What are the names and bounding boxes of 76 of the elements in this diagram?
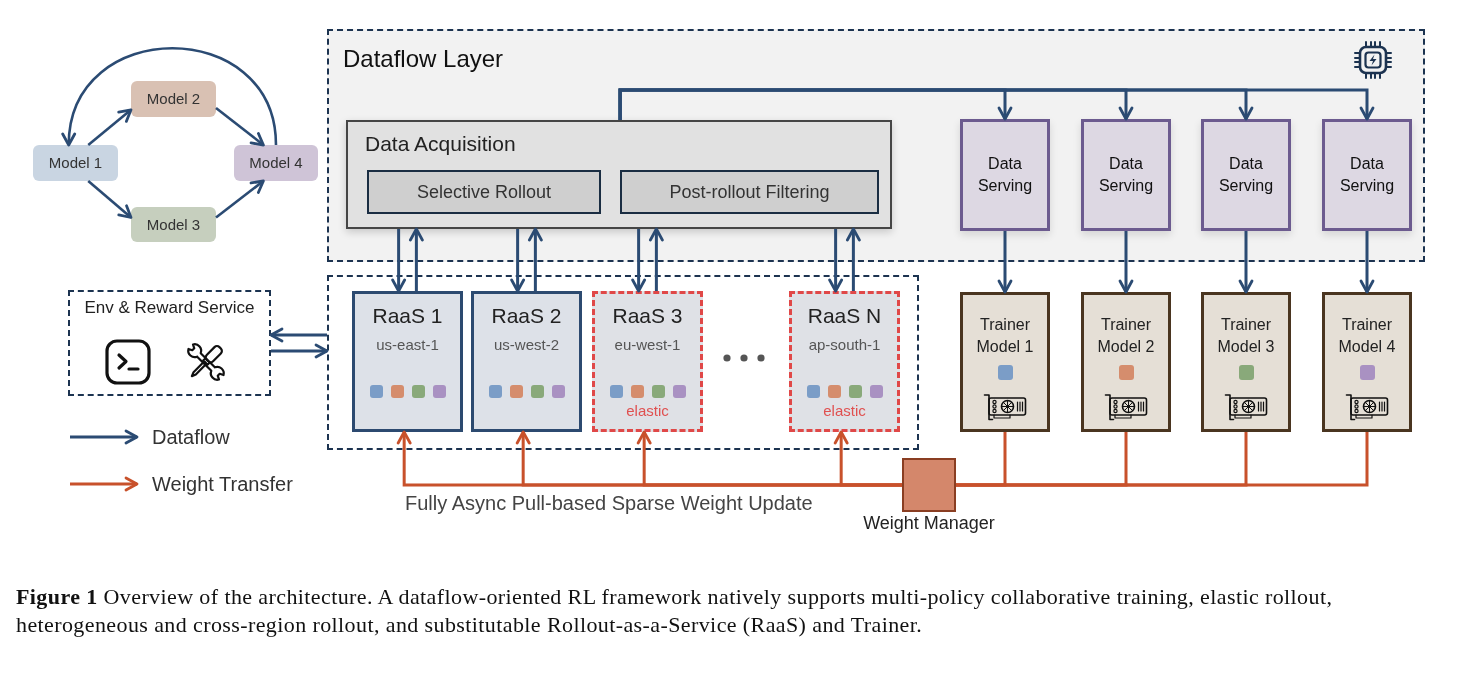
panel-title: Data Acquisition xyxy=(365,132,516,157)
step-label: Post-rollout Filtering xyxy=(669,181,830,203)
arrow xyxy=(1238,231,1254,294)
trainer-card xyxy=(1081,292,1171,432)
serving-box xyxy=(1201,119,1291,231)
serving-box xyxy=(960,119,1050,231)
arrow xyxy=(997,231,1013,294)
service-panel xyxy=(68,290,271,396)
model-label: Model 4 xyxy=(249,154,303,172)
serving-label: Data Serving xyxy=(1097,154,1155,196)
arrow xyxy=(215,106,265,147)
trainer-card xyxy=(1322,292,1412,432)
arrow xyxy=(1359,231,1375,294)
model-label: Model 3 xyxy=(146,215,201,234)
connector-line xyxy=(956,432,1369,487)
trainer-label: Trainer Model 3 xyxy=(1216,315,1276,357)
arrow xyxy=(528,227,543,291)
raas-title: RaaS 2 xyxy=(491,304,562,329)
model-label: Model 2 xyxy=(146,90,201,108)
arrow xyxy=(649,227,664,291)
region-label: us-west-2 xyxy=(494,336,559,354)
arrow xyxy=(1118,231,1134,294)
model-label: Model 1 xyxy=(48,154,103,172)
arrow xyxy=(62,47,278,147)
trainer-card xyxy=(1201,292,1291,432)
serving-box xyxy=(1081,119,1171,231)
arrow xyxy=(846,227,861,291)
arrow xyxy=(215,179,265,219)
serving-label: Data Serving xyxy=(976,154,1034,196)
elastic-tag: elastic xyxy=(823,402,866,420)
manager-label: Weight Manager xyxy=(863,513,995,534)
arrow xyxy=(87,108,133,146)
elastic-raas-card xyxy=(789,291,900,432)
model-box xyxy=(131,207,216,242)
rollout-group-frame xyxy=(327,275,919,450)
layer-panel xyxy=(327,29,1425,262)
elastic-raas-card xyxy=(592,291,703,432)
serving-label: Data Serving xyxy=(1217,154,1275,196)
arrow xyxy=(271,343,329,359)
serving-box xyxy=(1322,119,1412,231)
arrow xyxy=(618,88,1375,121)
trainer-card xyxy=(960,292,1050,432)
layer-title: Dataflow Layer xyxy=(343,45,504,73)
serving-label: Data Serving xyxy=(1338,154,1396,196)
legend-label: Dataflow xyxy=(152,425,230,449)
trainer-label: Trainer Model 4 xyxy=(1337,315,1397,357)
raas-card xyxy=(352,291,463,432)
arrow xyxy=(510,229,525,293)
raas-card xyxy=(471,291,582,432)
step-box xyxy=(367,170,601,214)
arrow xyxy=(391,229,406,293)
model-box xyxy=(234,145,318,181)
acquisition-panel xyxy=(346,120,892,229)
model-box xyxy=(131,81,216,117)
step-label: Selective Rollout xyxy=(416,181,552,203)
trainer-label: Trainer Model 2 xyxy=(1096,315,1156,357)
arrow xyxy=(87,180,133,219)
region-label: eu-west-1 xyxy=(614,336,681,354)
arrow xyxy=(828,229,843,293)
annotation-label: Fully Async Pull-based Sparse Weight Update xyxy=(405,491,813,515)
raas-title: RaaS N xyxy=(807,304,882,329)
arrow xyxy=(631,229,646,293)
raas-title: RaaS 1 xyxy=(372,304,443,329)
model-box xyxy=(33,145,118,181)
raas-title: RaaS 3 xyxy=(612,304,683,329)
figure-caption: Figure 1 Overview of the architecture. A dataflow-oriented RL framework natively supports multi-policy collaborative training, elastic rollout, heterogeneous and cross-region rollout, and substitutable Rollout-as-a-Service (RaaS) and Trainer. xyxy=(16,583,1334,639)
region-label: ap-south-1 xyxy=(808,336,881,354)
arrow xyxy=(269,327,327,343)
elastic-tag: elastic xyxy=(626,402,669,420)
legend-label: Weight Transfer xyxy=(152,472,293,496)
step-box xyxy=(620,170,879,214)
region-label: us-east-1 xyxy=(376,336,439,354)
trainer-label: Trainer Model 1 xyxy=(975,315,1035,357)
arrow xyxy=(409,227,424,291)
service-title: Env & Reward Service xyxy=(84,298,255,318)
arrow xyxy=(833,430,902,487)
